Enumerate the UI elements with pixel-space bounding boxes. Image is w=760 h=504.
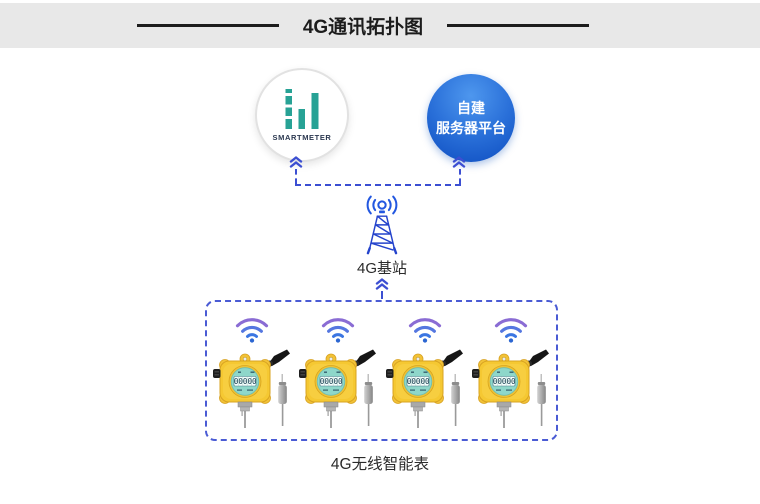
meter-column: 00000: [384, 314, 466, 430]
base-station-group: 4G基站: [340, 193, 424, 278]
device-display-value: 00000: [320, 377, 343, 386]
chevron-up-icon-left: [289, 156, 303, 168]
meter-grid: 00000: [205, 300, 558, 441]
antenna-icon: [441, 349, 463, 366]
gas-detector-device: 00000: [471, 349, 549, 428]
gas-detector-device: 00000: [299, 349, 377, 428]
dashed-connector-horizontal: [295, 184, 461, 186]
meter-column: 00000: [470, 314, 552, 430]
server-platform-label-line1: 自建: [457, 99, 485, 116]
antenna-icon: [269, 349, 291, 366]
smartmeter-brand-label: SMARTMETER: [272, 132, 332, 142]
dashed-connector-right: [459, 169, 461, 184]
meter-group-label: 4G无线智能表: [330, 456, 430, 473]
dashed-connector-station: [381, 291, 383, 299]
page-title: 4G通讯拓扑图: [302, 17, 424, 38]
gas-detector-device: 00000: [385, 349, 463, 428]
sensor-probe: [364, 385, 374, 404]
wifi-icon: [322, 318, 355, 343]
antenna-icon: [355, 349, 377, 366]
smartmeter-platform-circle: SMARTMETER: [255, 68, 349, 162]
gas-detector-device: 00000: [213, 349, 291, 428]
cell-tower-icon: [366, 215, 398, 255]
device-display-value: 00000: [406, 377, 429, 386]
antenna-icon: [527, 349, 549, 366]
sensor-probe: [536, 385, 546, 404]
header-bar: 4G通讯拓扑图: [0, 3, 760, 48]
smartmeter-logo-icon: [285, 88, 319, 129]
title-rule-left: [136, 24, 279, 27]
wifi-icon: [494, 318, 527, 343]
broadcast-icon: [366, 195, 398, 215]
server-platform-circle: 自建 服务器平台: [427, 74, 515, 162]
meter-column: 00000: [211, 314, 293, 430]
chevron-up-icon-station: [375, 278, 389, 290]
sensor-probe: [278, 385, 287, 404]
sensor-probe: [450, 385, 460, 404]
title-rule-right: [447, 24, 590, 27]
base-station-label: 4G基站: [356, 260, 407, 277]
device-display-value: 00000: [234, 377, 257, 386]
server-platform-label-line2: 服务器平台: [436, 120, 506, 136]
wifi-icon: [408, 318, 441, 343]
dashed-connector-left: [295, 169, 297, 184]
header-title-group: 4G通讯拓扑图: [136, 12, 590, 39]
chevron-up-icon-right: [452, 156, 466, 168]
meter-column: 00000: [297, 314, 379, 430]
device-display-value: 00000: [493, 377, 516, 386]
wifi-icon: [236, 318, 269, 343]
